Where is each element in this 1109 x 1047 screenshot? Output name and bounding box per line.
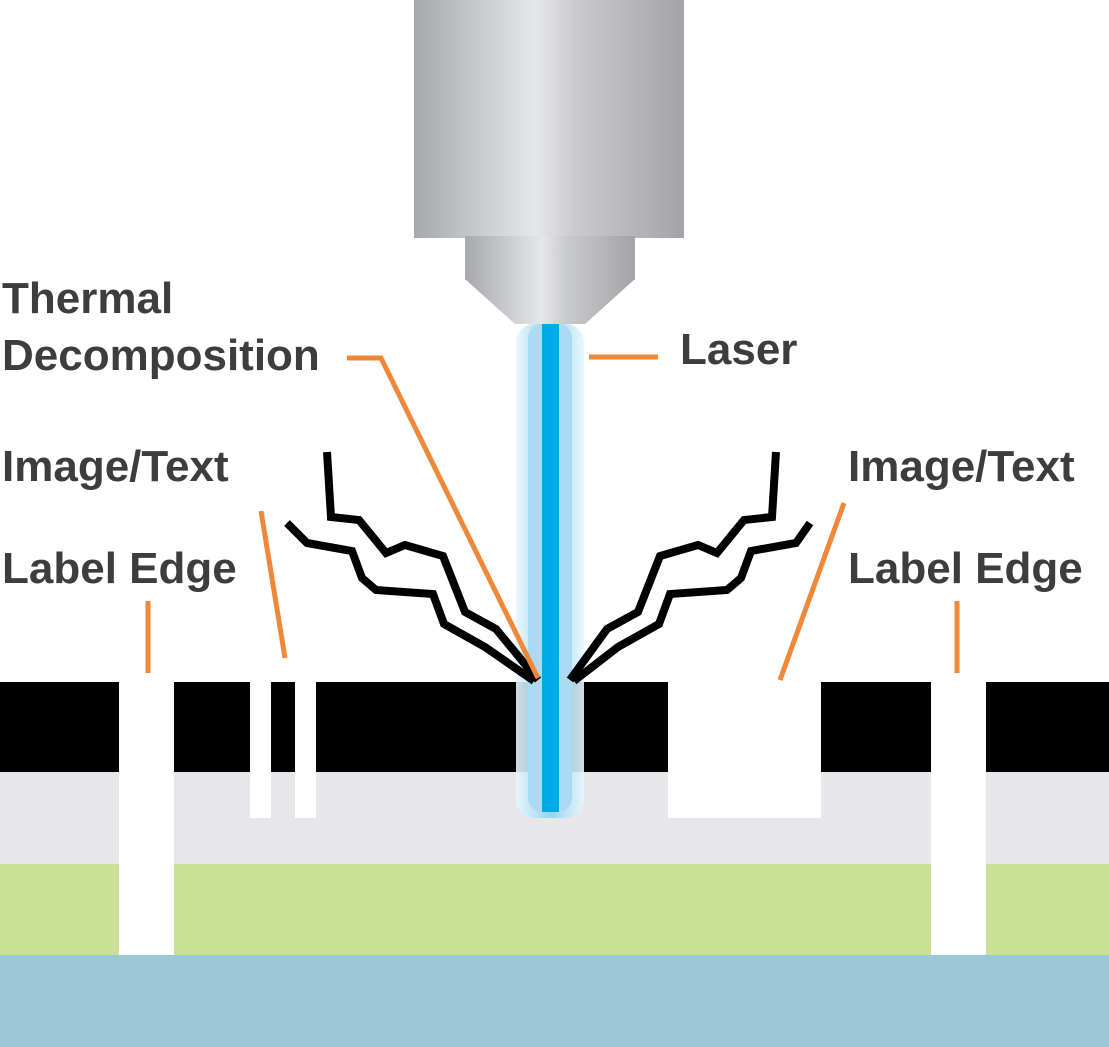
laser-head: [414, 0, 684, 324]
label-thermal-line2: Decomposition: [2, 331, 320, 380]
spark-right-lower: [571, 520, 814, 685]
image-text-cut-right: [668, 682, 821, 818]
leader-image-text-left: [258, 510, 288, 659]
label-thermal-line1: Thermal: [2, 274, 173, 323]
leader-image-text-right: [777, 502, 847, 681]
laser-beam: [516, 324, 584, 818]
label-image-text-right: Image/Text: [848, 442, 1075, 491]
leader-thermal: [347, 355, 541, 680]
spark-left-upper: [323, 451, 542, 683]
spark-left-lower: [284, 520, 537, 685]
label-laser: Laser: [680, 325, 797, 374]
label-edge-cut-right: [931, 682, 986, 955]
leader-lines: [145, 354, 960, 681]
callout-labels: Thermal Decomposition Laser Image/Text L…: [2, 274, 1083, 593]
label-image-text-left: Image/Text: [2, 442, 229, 491]
thermal-decomposition-sparks: [284, 451, 814, 685]
label-edge-cut-left: [119, 682, 174, 955]
image-text-cut-left-a: [250, 682, 271, 818]
liner-layer: [0, 955, 1109, 1047]
image-text-cut-left-b: [295, 682, 316, 818]
label-label-edge-left: Label Edge: [2, 544, 237, 593]
label-label-edge-right: Label Edge: [848, 544, 1083, 593]
adhesive-layer: [0, 864, 1109, 955]
spark-right-upper: [566, 451, 780, 683]
